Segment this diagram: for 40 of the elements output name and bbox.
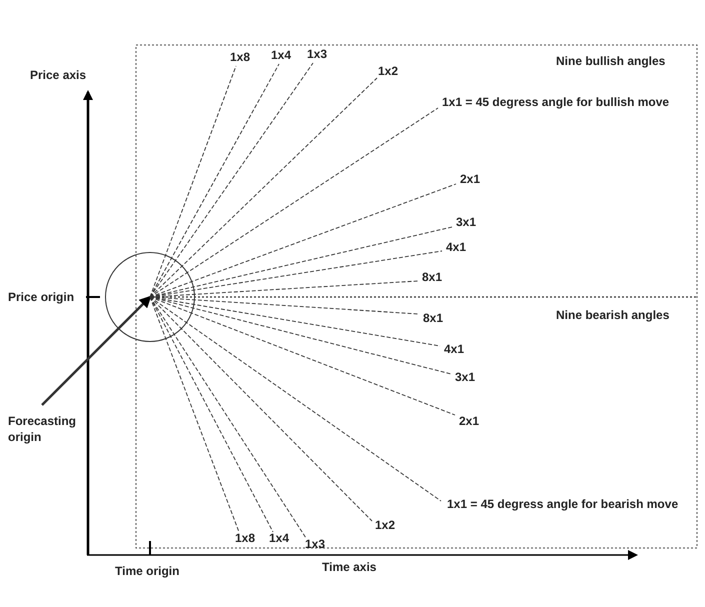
angle-label: 1x8	[235, 531, 256, 545]
section-heading: Nine bullish angles	[556, 54, 666, 68]
origin-label: Price origin	[8, 290, 74, 304]
angle-line	[150, 64, 280, 298]
angle-label: 1x2	[375, 518, 396, 532]
angle-label: 1x8	[230, 50, 250, 64]
angle-line	[150, 296, 452, 374]
angle-label: 8x1	[422, 270, 442, 284]
angle-line	[150, 78, 378, 298]
angle-label: 3x1	[456, 215, 476, 229]
axis-title: Time axis	[322, 560, 376, 574]
angle-label: 1x3	[305, 537, 326, 551]
angle-line	[150, 62, 314, 298]
angle-label: 4x1	[446, 240, 466, 254]
angle-label: 1x1 = 45 degress angle for bearish move	[447, 497, 678, 511]
origin-label: Time origin	[115, 564, 180, 578]
origin-circle	[105, 252, 195, 342]
angle-label: 2x1	[460, 172, 480, 186]
angle-label: 1x1 = 45 degress angle for bullish move	[442, 95, 670, 109]
arrow	[41, 296, 152, 406]
angle-line	[150, 296, 372, 522]
angle-label: 1x2	[378, 64, 398, 78]
angle-line	[150, 296, 274, 532]
angle-label: 4x1	[444, 342, 464, 356]
angle-line	[150, 108, 438, 298]
angle-line	[150, 296, 442, 502]
angle-label: 3x1	[455, 370, 476, 384]
angle-label: 8x1	[423, 311, 444, 325]
angle-label: 1x4	[271, 48, 292, 62]
callout-label: Forecasting origin	[8, 413, 88, 445]
angle-label: 2x1	[459, 414, 480, 428]
angle-line	[150, 184, 456, 298]
angle-label: 1x4	[269, 531, 290, 545]
angle-line	[150, 66, 236, 298]
angle-line	[150, 296, 456, 416]
axis-title: Price axis	[30, 68, 86, 82]
angle-line	[150, 296, 306, 538]
angle-line	[150, 296, 240, 532]
angle-label: 1x3	[307, 47, 328, 61]
section-heading: Nine bearish angles	[556, 308, 670, 322]
